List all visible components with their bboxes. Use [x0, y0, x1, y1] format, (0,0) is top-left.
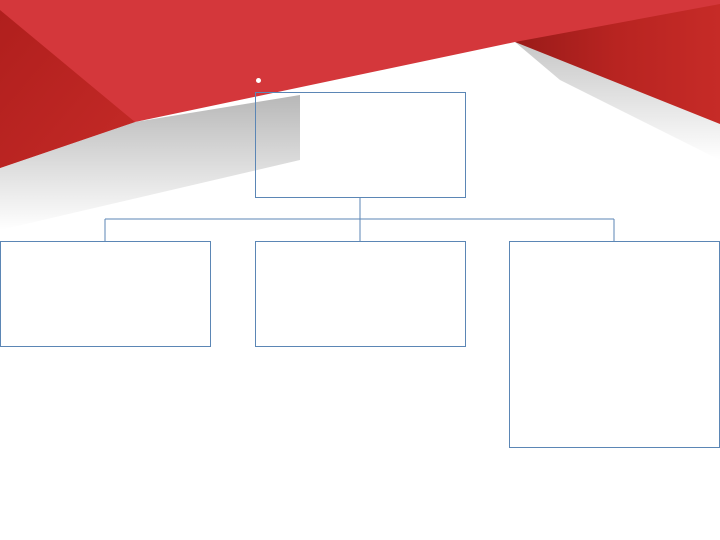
org-box-child-right	[509, 241, 720, 448]
banner-main-shape	[0, 0, 720, 168]
bullet-icon	[256, 78, 261, 83]
banner-left-wedge	[0, 10, 135, 168]
org-box-child-center	[255, 241, 466, 347]
banner-shadow-left	[0, 95, 300, 230]
banner-right-wedge	[515, 4, 720, 124]
title-bullet	[256, 78, 281, 83]
banner-shadow-right	[515, 42, 720, 160]
org-box-root	[255, 92, 466, 198]
org-box-child-left	[0, 241, 211, 347]
